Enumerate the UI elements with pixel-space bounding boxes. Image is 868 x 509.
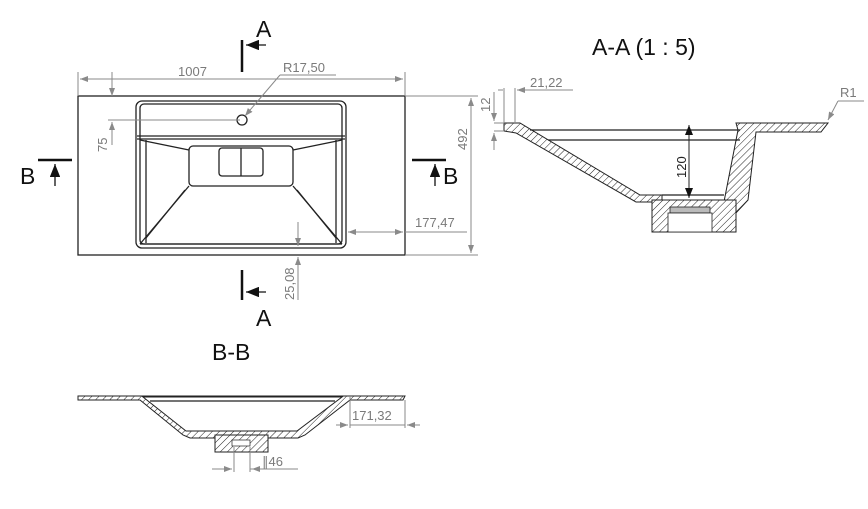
- drain-diameter-dimension: ∥46: [262, 454, 283, 469]
- section-a-label-bottom: A: [256, 305, 272, 331]
- countertop-outline: [77, 95, 406, 256]
- hole-radius-dimension: R17,50: [283, 60, 325, 75]
- section-b-label-right: B: [443, 163, 458, 189]
- side-dimension: 171,32: [352, 408, 392, 423]
- section-b-label-left: B: [20, 163, 35, 189]
- section-a-label-top: A: [256, 16, 272, 42]
- basin-outline: [135, 100, 347, 249]
- section-bb-title: B-B: [212, 339, 250, 365]
- section-aa: A-A (1 : 5) 21,22 12 120 R1: [478, 34, 864, 233]
- top-view: 1007 R17,50 75 492 177,47 25,08 A A B: [20, 16, 478, 331]
- side-offset-dimension: 177,47: [415, 215, 455, 230]
- basin-depth-dimension: 120: [674, 156, 689, 178]
- front-offset-dimension: 25,08: [282, 267, 297, 300]
- section-bb: B-B 171,32 ∥46: [77, 339, 420, 472]
- edge-radius-dimension: R1: [840, 85, 857, 100]
- section-aa-title: A-A (1 : 5): [592, 34, 696, 60]
- width-dimension: 1007: [178, 64, 207, 79]
- thickness-dimension: 12: [478, 98, 493, 112]
- drain-area: [188, 145, 294, 187]
- depth-dimension: 492: [455, 128, 470, 150]
- hole-offset-dimension: 75: [95, 138, 110, 152]
- lip-dimension: 21,22: [530, 75, 563, 90]
